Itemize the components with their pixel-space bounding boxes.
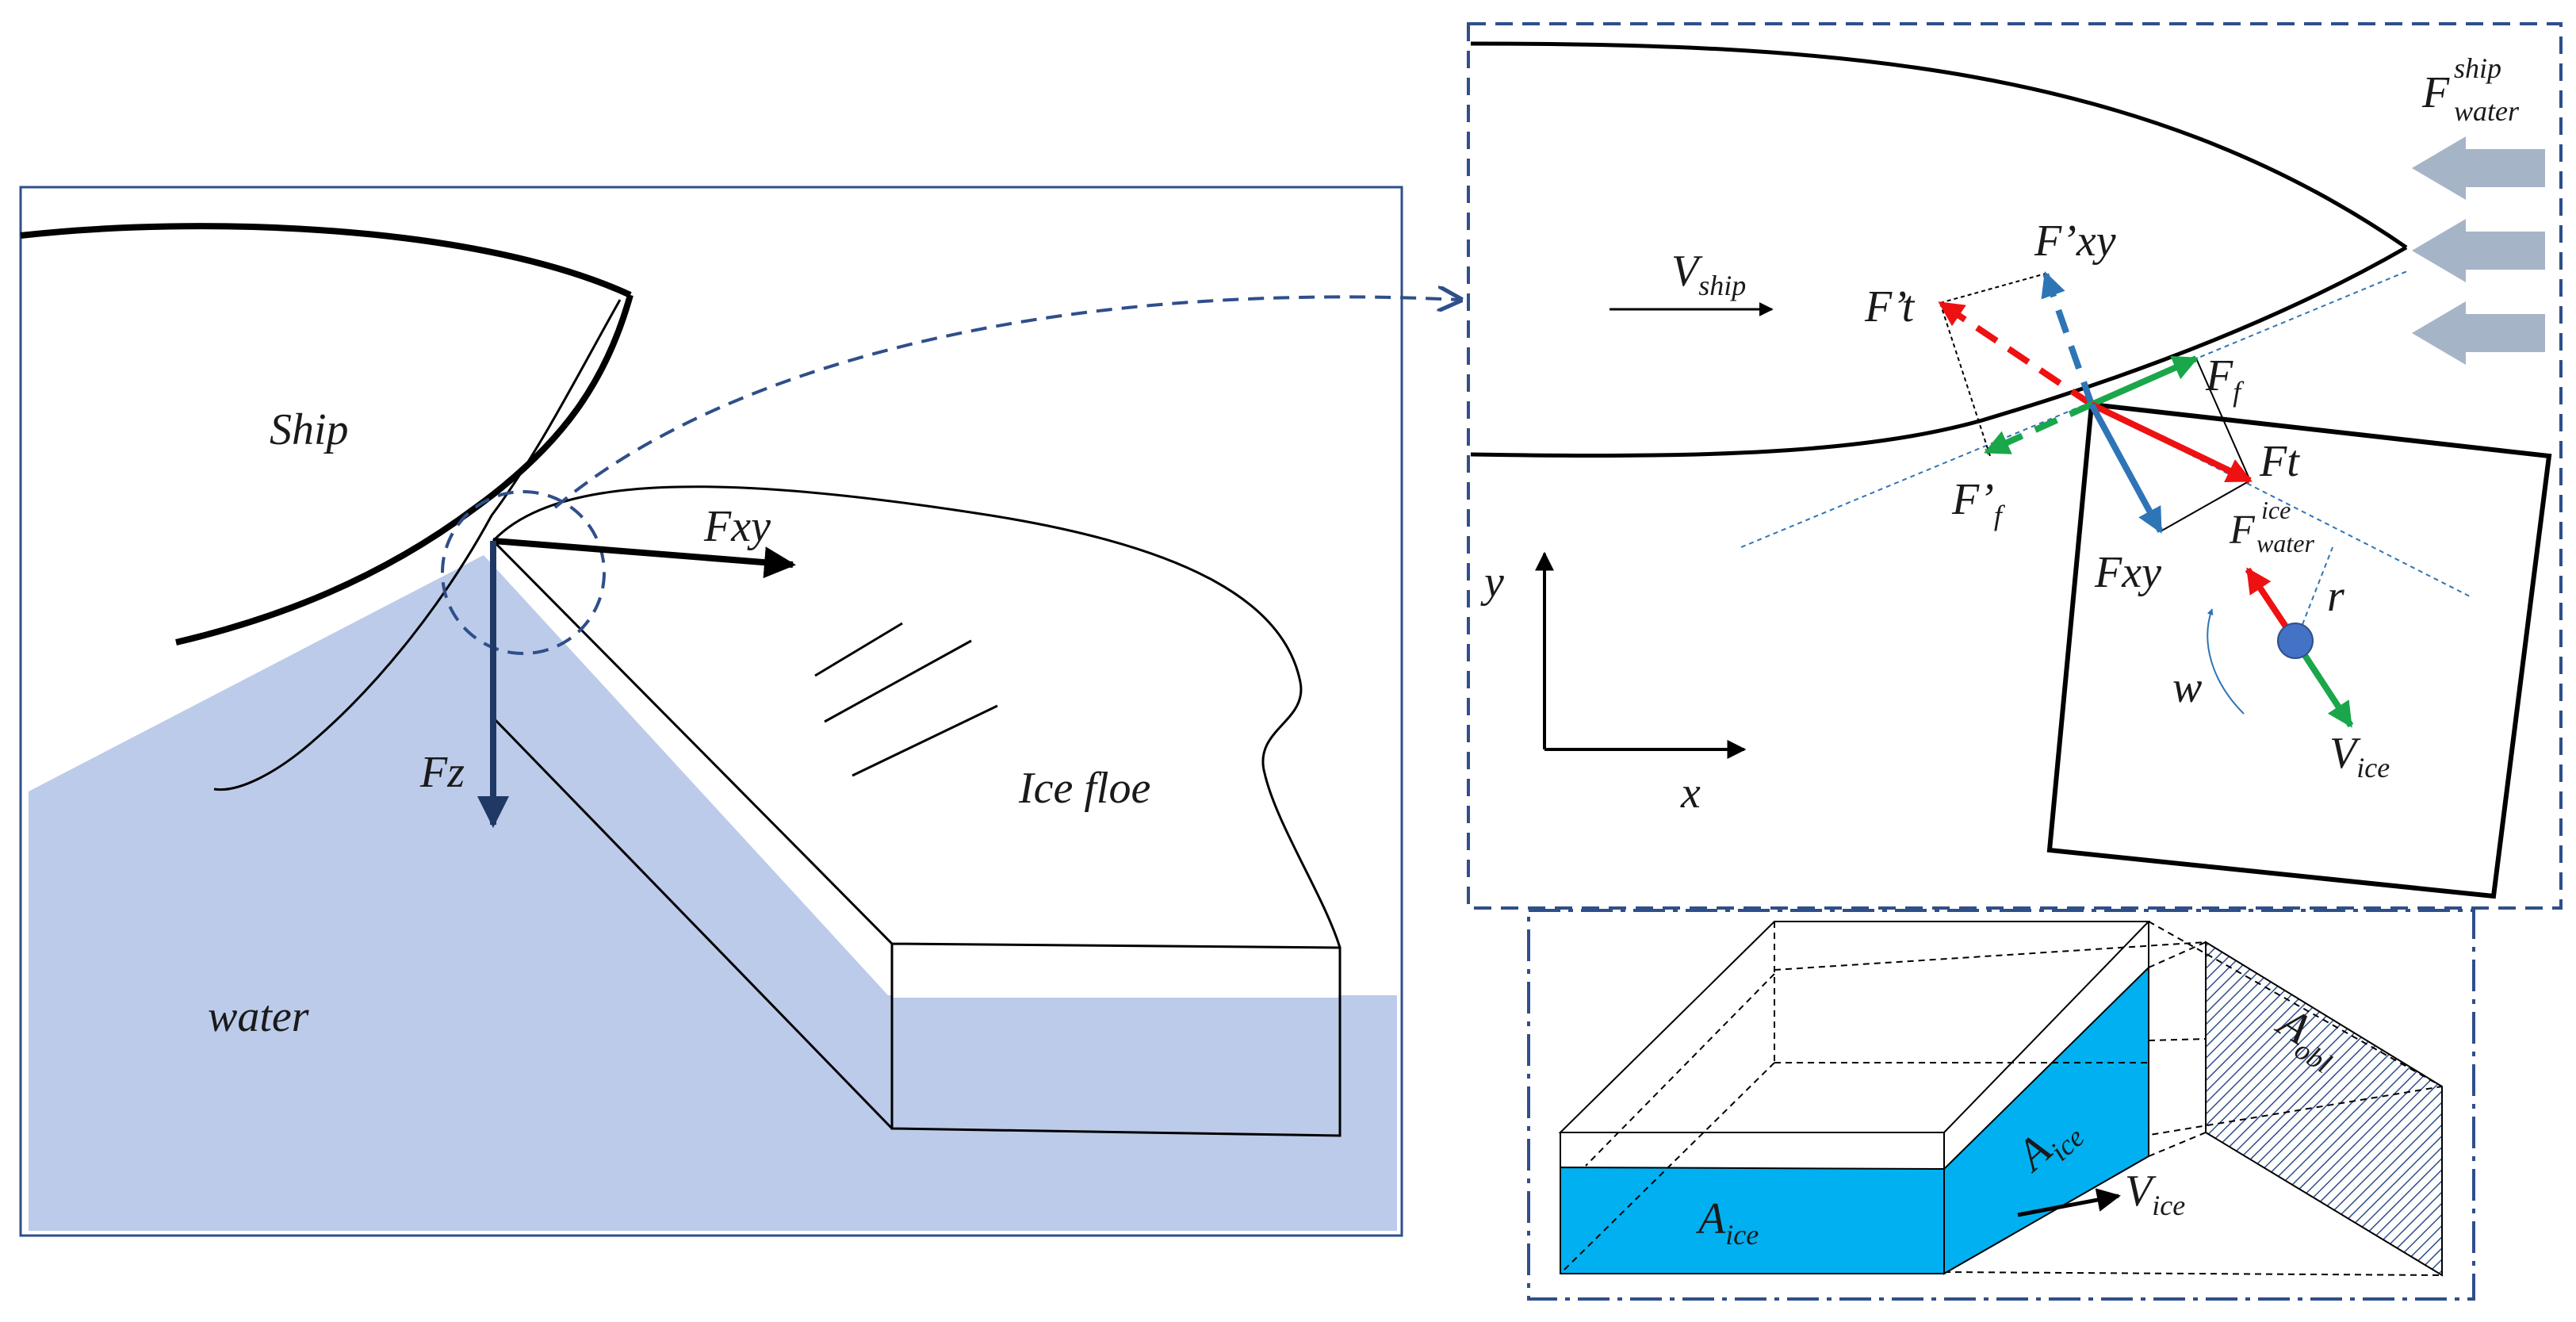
ice-floe-front-face (892, 944, 1338, 998)
force-ft-prime-arrow (1938, 300, 2094, 408)
force-ft-prime-label: F’t (1864, 282, 1916, 331)
top-right-panel: Vship F ship water F’xy F’t F’f Ff Ft Fx… (1467, 22, 2563, 910)
svg-text:water: water (2256, 529, 2314, 558)
water-drag-on-ship-label: F ship water (2421, 52, 2520, 127)
water-region (29, 555, 1397, 1231)
force-fxy-arrow (492, 538, 796, 579)
svg-text:water: water (2454, 95, 2520, 127)
ship-hull-waterline (213, 299, 622, 791)
contact-zoom-circle (441, 490, 606, 655)
force-fxy-label: Fxy (2094, 548, 2161, 597)
angular-velocity-arrow (2207, 608, 2245, 715)
force-ff-arrow (2090, 355, 2199, 408)
axis-x-label: x (1680, 768, 1701, 818)
svg-text:ice: ice (2261, 496, 2291, 524)
projection-line (2148, 921, 2443, 1087)
ship-hull-bow (175, 293, 633, 646)
svg-text:ship: ship (2454, 52, 2501, 84)
construction-line (2160, 480, 2251, 532)
force-fxy-arrow (2088, 403, 2164, 534)
construction-line (1939, 302, 1991, 457)
force-ft-arrow (2090, 401, 2253, 484)
ice-velocity-label: Vice (2125, 1167, 2185, 1221)
ice-box-hidden-edge (1560, 1062, 1775, 1274)
zoom-connector-arrow (553, 297, 1460, 509)
ice-velocity-label: Vice (2329, 729, 2390, 784)
projected-area-panel (2205, 941, 2443, 1277)
svg-text:F: F (2421, 68, 2450, 117)
ship-hull-deck (20, 223, 632, 298)
axis-y-label: y (1480, 558, 1504, 607)
ice-box-hidden-edge (1585, 973, 1775, 1167)
water-label: water (208, 992, 309, 1041)
ice-crack-line (824, 639, 972, 723)
ice-box-side-face (1943, 965, 2149, 1275)
svg-text:F: F (2229, 508, 2256, 553)
bottom-right-panel: Aice Aice Aobl Vice (1527, 909, 2475, 1301)
ice-floe-outline (492, 485, 1342, 948)
water-drag-arrow (2412, 136, 2545, 200)
area-front-label: Aice (1695, 1194, 1759, 1251)
radius-label: r (2327, 572, 2344, 621)
ship-outline-top-view (1470, 41, 2408, 250)
water-drag-arrow (2412, 219, 2545, 282)
water-drag-on-ice-label: F ice water (2229, 496, 2314, 558)
projection-line (1774, 941, 2207, 971)
ice-centre-point (2277, 623, 2314, 659)
left-panel: Ship Ice floe water Fxy Fz (19, 186, 1403, 1237)
ship-label: Ship (270, 405, 349, 454)
angular-velocity-label: w (2172, 663, 2202, 712)
force-fz-label: Fz (419, 748, 465, 797)
projection-line (2148, 1038, 2207, 1041)
water-drag-arrow (2412, 301, 2545, 365)
force-fxy-prime-label: F’xy (2034, 217, 2116, 266)
force-ff-prime-arrow (1984, 401, 2093, 455)
ice-velocity-arrow (2017, 1188, 2121, 1217)
force-fxy-label: Fxy (703, 502, 771, 551)
top-right-panel-frame (1467, 22, 2563, 910)
ice-floe-label: Ice floe (1018, 764, 1150, 813)
force-ft-label: Ft (2259, 437, 2300, 486)
ice-floe-square (2046, 401, 2552, 899)
ice-crack-line (852, 704, 998, 777)
projection-line (1943, 1271, 2443, 1276)
ship-outline-top-view (1470, 245, 2408, 458)
ice-crack-line (814, 622, 903, 677)
force-fxy-prime-arrow (2041, 270, 2095, 406)
ship-velocity-label: Vship (1671, 247, 1746, 301)
